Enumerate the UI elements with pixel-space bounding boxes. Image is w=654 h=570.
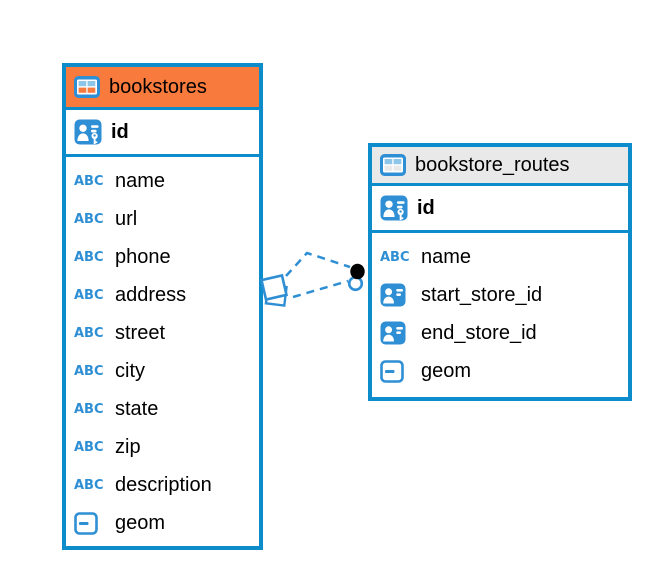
table-name: bookstore_routes bbox=[415, 153, 570, 176]
table-bookstore-routes[interactable]: bookstore_routes id ABC name start_store_i… bbox=[368, 143, 632, 401]
text-type-icon: ABC bbox=[74, 477, 104, 493]
text-type-icon: ABC bbox=[74, 401, 104, 417]
column-row[interactable]: geom bbox=[66, 504, 259, 542]
column-name: geom bbox=[421, 359, 472, 382]
text-type-icon: ABC bbox=[380, 249, 410, 265]
primary-key-icon bbox=[380, 195, 408, 221]
text-type-icon: ABC bbox=[74, 439, 104, 455]
column-name: street bbox=[115, 321, 166, 344]
column-name: name bbox=[421, 245, 472, 268]
column-row[interactable]: start_store_id bbox=[372, 276, 628, 314]
table-header[interactable]: bookstores bbox=[66, 67, 259, 110]
table-name: bookstores bbox=[109, 75, 207, 98]
relationship-line-lower bbox=[292, 279, 349, 299]
primary-key-name: id bbox=[417, 196, 435, 219]
many-end-marker bbox=[259, 273, 289, 307]
column-row[interactable]: ABC phone bbox=[66, 238, 259, 276]
column-name: end_store_id bbox=[421, 321, 537, 344]
column-name: start_store_id bbox=[421, 283, 543, 306]
column-name: name bbox=[115, 169, 166, 192]
text-type-icon: ABC bbox=[74, 287, 104, 303]
column-row[interactable]: ABC name bbox=[66, 162, 259, 200]
table-icon bbox=[74, 76, 100, 98]
primary-key-row[interactable]: id bbox=[66, 110, 259, 157]
relationship-line-upper bbox=[285, 251, 351, 277]
primary-key-icon bbox=[74, 119, 102, 145]
geometry-type-icon bbox=[74, 511, 107, 535]
text-type-icon: ABC bbox=[74, 249, 104, 265]
column-row[interactable]: ABC city bbox=[66, 352, 259, 390]
column-row[interactable]: ABC description bbox=[66, 466, 259, 504]
geometry-type-icon bbox=[380, 359, 413, 383]
column-name: state bbox=[115, 397, 159, 420]
primary-key-name: id bbox=[111, 120, 129, 143]
one-end-marker bbox=[347, 263, 365, 292]
text-type-icon: ABC bbox=[74, 325, 104, 341]
column-row[interactable]: ABC street bbox=[66, 314, 259, 352]
column-name: geom bbox=[115, 511, 166, 534]
text-type-icon: ABC bbox=[74, 363, 104, 379]
reference-column-icon bbox=[380, 321, 413, 345]
text-type-icon: ABC bbox=[74, 173, 104, 189]
reference-column-icon bbox=[380, 283, 413, 307]
column-row[interactable]: ABC state bbox=[66, 390, 259, 428]
column-row[interactable]: geom bbox=[372, 352, 628, 390]
column-name: address bbox=[115, 283, 187, 306]
text-type-icon: ABC bbox=[74, 211, 104, 227]
table-icon bbox=[380, 154, 406, 176]
table-header[interactable]: bookstore_routes bbox=[372, 147, 628, 186]
primary-key-row[interactable]: id bbox=[372, 186, 628, 233]
column-name: url bbox=[115, 207, 138, 230]
column-row[interactable]: ABC zip bbox=[66, 428, 259, 466]
column-row[interactable]: ABC name bbox=[372, 238, 628, 276]
column-name: zip bbox=[115, 435, 141, 458]
column-name: description bbox=[115, 473, 212, 496]
column-name: city bbox=[115, 359, 145, 382]
column-row[interactable]: ABC address bbox=[66, 276, 259, 314]
column-row[interactable]: ABC url bbox=[66, 200, 259, 238]
column-name: phone bbox=[115, 245, 171, 268]
column-row[interactable]: end_store_id bbox=[372, 314, 628, 352]
